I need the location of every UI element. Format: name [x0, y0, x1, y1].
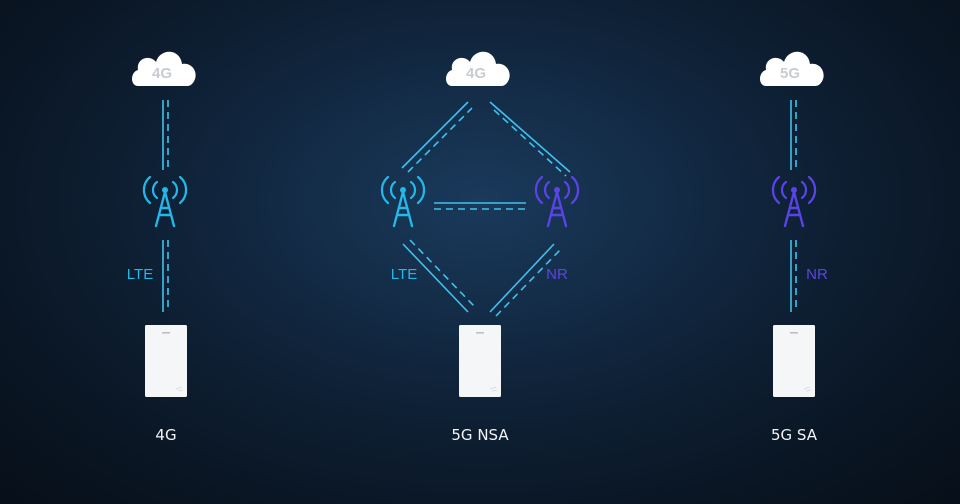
column-caption: 5G SA: [771, 426, 818, 444]
cloud-to-tower-link: [790, 100, 797, 170]
lte-tower-to-device-link: [402, 239, 475, 313]
column-5g-nsa: 4G LTE NR 5: [380, 51, 580, 444]
lte-tower-icon: [142, 175, 188, 228]
lte-tower-icon: [380, 175, 426, 228]
lte-link-label: LTE: [391, 266, 417, 283]
cloud-label: 5G: [780, 65, 800, 82]
cloud-to-nr-tower-link: [489, 101, 571, 177]
column-4g: 4G LTE 4G: [127, 51, 196, 444]
cloud-label: 4G: [466, 65, 486, 82]
tower-to-device-link: [162, 240, 169, 312]
cpe-device-icon: [772, 324, 816, 398]
lte-link-label: LTE: [127, 266, 153, 283]
cpe-device-icon: [458, 324, 502, 398]
cloud-to-lte-tower-link: [401, 101, 473, 173]
nr-tower-to-device-link: [489, 243, 561, 317]
tower-interconnect-link: [434, 202, 526, 210]
cloud-label: 4G: [152, 65, 172, 82]
nr-link-label: NR: [546, 266, 568, 283]
column-5g-sa: 5G NR 5G SA: [760, 51, 828, 444]
cloud-to-tower-link: [162, 100, 169, 170]
nr-link-label: NR: [806, 266, 828, 283]
column-caption: 5G NSA: [451, 426, 509, 444]
tower-to-device-link: [790, 240, 797, 312]
cpe-device-icon: [144, 324, 188, 398]
column-caption: 4G: [155, 426, 176, 444]
nr-tower-icon: [534, 175, 580, 228]
nr-tower-icon: [771, 175, 817, 228]
